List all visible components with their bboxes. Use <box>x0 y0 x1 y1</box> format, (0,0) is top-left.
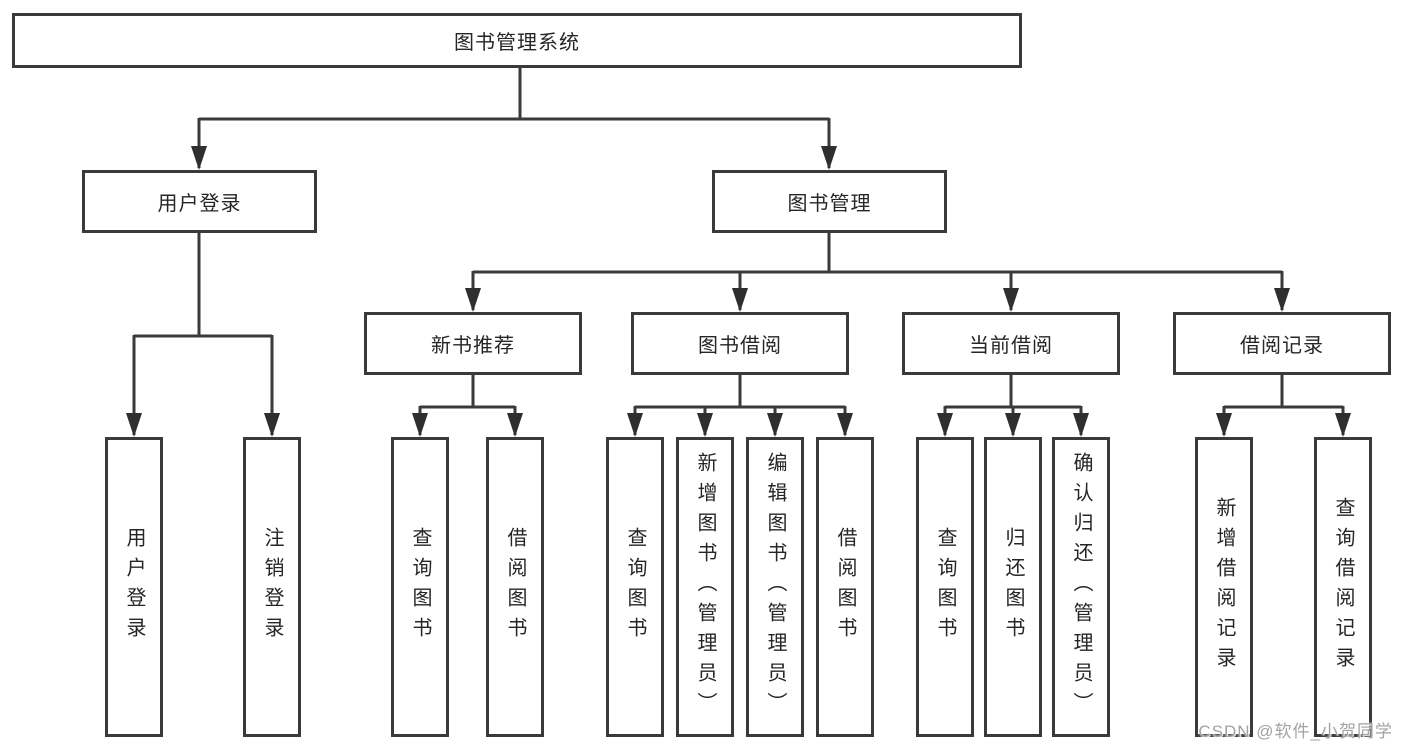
leaf-query-books-recommend: 查询图书 <box>391 437 449 737</box>
connector-edges <box>132 66 1345 435</box>
arrow-down-icon <box>264 413 280 437</box>
arrow-down-icon <box>767 413 783 437</box>
node-label: 图书管理 <box>787 193 872 215</box>
arrow-down-icon <box>732 288 748 312</box>
leaf-return-books: 归还图书 <box>984 437 1042 737</box>
watermark: CSDN @软件_小贺同学 <box>1198 722 1393 741</box>
arrow-down-icon <box>837 413 853 437</box>
arrow-down-icon <box>507 413 523 437</box>
leaf-query-borrow-record: 查询借阅记录 <box>1314 437 1372 737</box>
node-book-borrowing: 图书借阅 <box>631 312 849 375</box>
node-user-login: 用户登录 <box>82 170 317 233</box>
node-label: 查询图书 <box>934 527 956 647</box>
arrow-down-icon <box>627 413 643 437</box>
node-label: 新增图书（管理员） <box>694 452 716 722</box>
node-label: 用户登录 <box>157 193 242 215</box>
node-label: 借阅图书 <box>504 527 526 647</box>
arrow-down-icon <box>412 413 428 437</box>
arrow-down-icon <box>937 413 953 437</box>
leaf-logout: 注销登录 <box>243 437 301 737</box>
node-library-management-system: 图书管理系统 <box>12 13 1022 68</box>
node-label: 查询图书 <box>409 527 431 647</box>
node-label: 用户登录 <box>123 527 145 647</box>
node-book-management: 图书管理 <box>712 170 947 233</box>
node-label: 注销登录 <box>261 527 283 647</box>
arrow-down-icon <box>465 288 481 312</box>
leaf-user-login: 用户登录 <box>105 437 163 737</box>
node-borrowing-records: 借阅记录 <box>1173 312 1391 375</box>
arrow-down-icon <box>126 413 142 437</box>
arrowheads <box>126 146 1351 437</box>
node-label: 查询借阅记录 <box>1332 497 1354 677</box>
node-current-borrowing: 当前借阅 <box>902 312 1120 375</box>
leaf-borrow-books-borrowing: 借阅图书 <box>816 437 874 737</box>
leaf-edit-book-admin: 编辑图书（管理员） <box>746 437 804 737</box>
arrow-down-icon <box>821 146 837 170</box>
leaf-add-borrow-record: 新增借阅记录 <box>1195 437 1253 737</box>
arrow-down-icon <box>1073 413 1089 437</box>
leaf-query-books-current: 查询图书 <box>916 437 974 737</box>
arrow-down-icon <box>1005 413 1021 437</box>
arrow-down-icon <box>697 413 713 437</box>
arrow-down-icon <box>1335 413 1351 437</box>
node-label: 当前借阅 <box>969 335 1053 357</box>
arrow-down-icon <box>191 146 207 170</box>
node-new-book-recommend: 新书推荐 <box>364 312 582 375</box>
node-label: 新书推荐 <box>431 335 515 357</box>
arrow-down-icon <box>1216 413 1232 437</box>
node-label: 图书管理系统 <box>454 32 580 54</box>
leaf-confirm-return-admin: 确认归还（管理员） <box>1052 437 1110 737</box>
leaf-borrow-books-recommend: 借阅图书 <box>486 437 544 737</box>
node-label: 确认归还（管理员） <box>1070 452 1092 722</box>
leaf-query-books-borrowing: 查询图书 <box>606 437 664 737</box>
leaf-add-book-admin: 新增图书（管理员） <box>676 437 734 737</box>
arrow-down-icon <box>1274 288 1290 312</box>
node-label: 借阅记录 <box>1240 335 1324 357</box>
node-label: 图书借阅 <box>698 335 782 357</box>
node-label: 新增借阅记录 <box>1213 497 1235 677</box>
node-label: 编辑图书（管理员） <box>764 452 786 722</box>
arrow-down-icon <box>1003 288 1019 312</box>
node-label: 查询图书 <box>624 527 646 647</box>
node-label: 借阅图书 <box>834 527 856 647</box>
node-label: 归还图书 <box>1002 527 1024 647</box>
